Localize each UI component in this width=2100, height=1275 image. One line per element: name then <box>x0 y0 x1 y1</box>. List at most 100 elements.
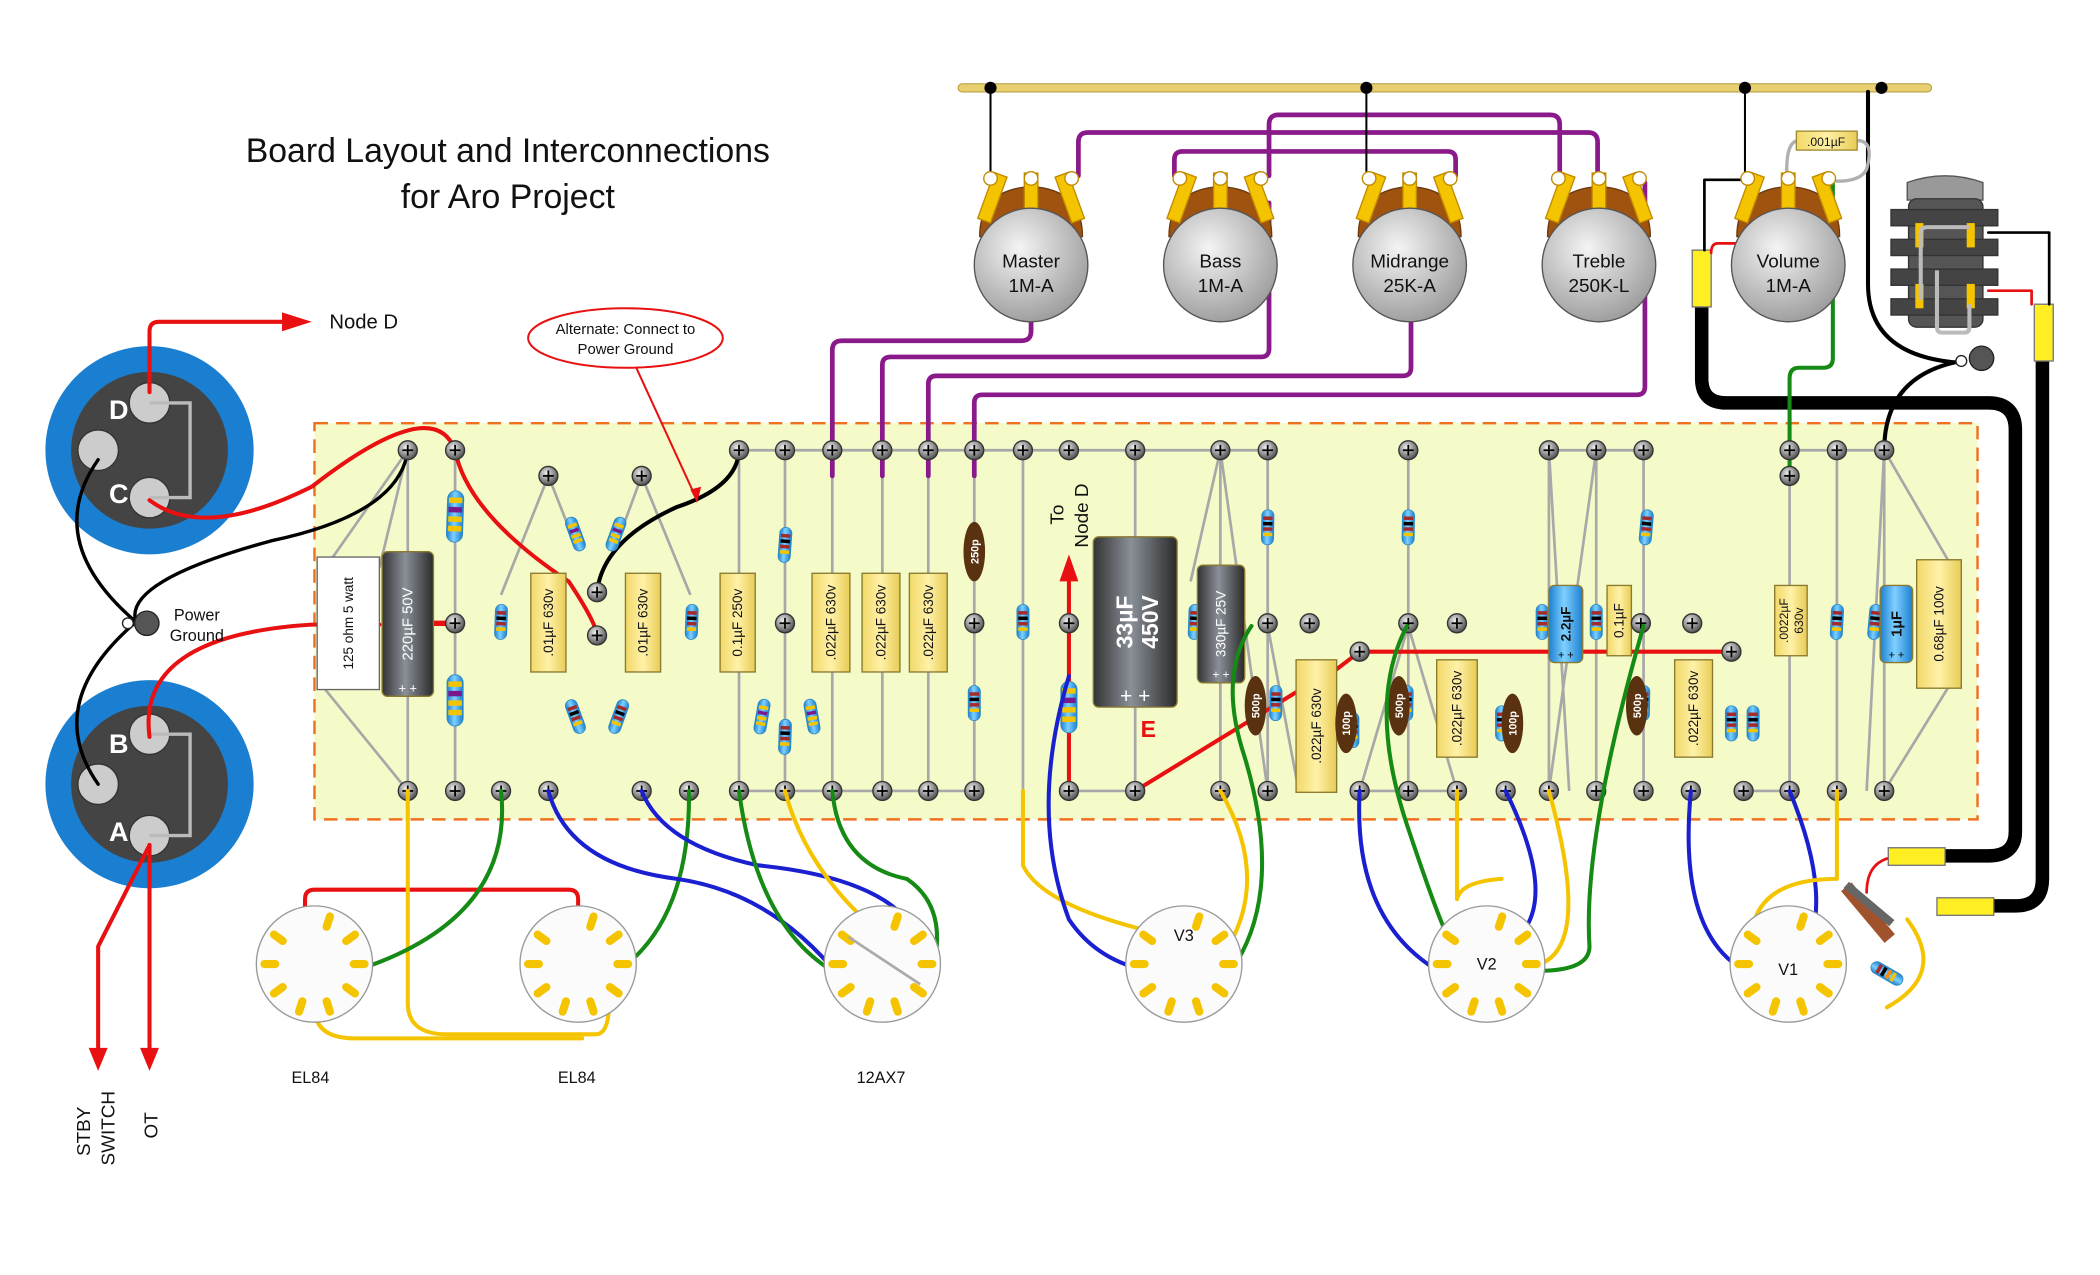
connector-ba[interactable] <box>45 680 254 889</box>
resistor <box>1867 604 1883 640</box>
capacitor-label: .01µF 630v <box>636 588 651 656</box>
tube-pin <box>524 959 543 969</box>
tube-pin <box>1211 983 1229 998</box>
ceramic-capacitor: 500p <box>1625 676 1648 736</box>
capacitor-label: .022µF 630v <box>921 585 936 661</box>
title-line-1: Board Layout and Interconnections <box>246 132 770 170</box>
pot-lug <box>1172 171 1188 186</box>
connector-label-c: C <box>109 479 129 509</box>
capacitor: 0.1µF <box>1606 584 1633 657</box>
tube-socket-v2[interactable] <box>1427 905 1546 1023</box>
tube-pin <box>1494 997 1507 1016</box>
tube-pin <box>837 930 855 946</box>
ceramic-label: 500p <box>1632 693 1644 718</box>
ceramic-capacitor: 500p <box>1244 676 1267 736</box>
capacitor: 330µF 25V+ + <box>1196 564 1246 684</box>
capacitor-label: .01µF 630v <box>541 588 556 656</box>
turret-terminal <box>1349 641 1370 662</box>
resistor <box>778 718 792 755</box>
arrowheads <box>88 312 1079 1071</box>
capacitor-label: 330µF 25V <box>1214 591 1229 657</box>
capacitor-label: 0.68µF 100v <box>1931 586 1946 662</box>
turret-terminal <box>444 780 466 802</box>
tube-label-v1: V1 <box>1778 961 1798 979</box>
to-node-d-label-1: To <box>1048 505 1069 525</box>
turret-terminal <box>1058 780 1080 802</box>
tube-socket-v3[interactable] <box>1125 905 1243 1023</box>
tube-pin <box>613 959 633 969</box>
tube-pin <box>862 997 875 1016</box>
resistor <box>608 699 630 734</box>
resistor <box>1746 705 1760 742</box>
ceramic-label: 500p <box>1394 693 1406 718</box>
tube-pin <box>533 930 551 946</box>
pot-lug <box>1402 171 1418 186</box>
tube-label-el84-1: EL84 <box>291 1069 329 1087</box>
connector-label-d: D <box>109 395 129 425</box>
tube-pin <box>1432 959 1452 969</box>
tube-pin <box>1129 959 1149 969</box>
tube-pin <box>1823 959 1843 969</box>
resistor <box>1401 509 1415 546</box>
tube-label-v2: V2 <box>1477 955 1497 973</box>
turret-terminal <box>774 613 796 634</box>
pot-value: 1M-A <box>1766 276 1812 297</box>
capacitor: 0.68µF 100v <box>1915 559 1962 689</box>
pot-lug <box>1780 171 1796 186</box>
ceramic-label: 500p <box>1251 693 1263 718</box>
pot-lug <box>1064 171 1080 186</box>
resistor <box>1724 705 1738 742</box>
cable-sleeve <box>1936 897 1995 917</box>
turret-terminal <box>1874 780 1895 802</box>
pot-lug <box>983 171 998 186</box>
resistor <box>753 698 771 735</box>
node-e-label: E <box>1141 716 1156 742</box>
capacitor: .022µF 630v <box>908 572 948 673</box>
to-node-d-label-2: Node D <box>1072 483 1093 547</box>
capacitor: .022µF 630v <box>1295 659 1338 793</box>
tube-pin <box>1191 912 1204 931</box>
polarity-mark: + + <box>1120 685 1150 708</box>
capacitor: 125 ohm 5 watt <box>316 556 381 691</box>
tube-label-12ax7: 12AX7 <box>857 1069 906 1087</box>
pot-value: 1M-A <box>1198 276 1244 297</box>
turret-terminal <box>728 440 750 461</box>
tube-pin <box>1164 997 1176 1016</box>
tube-socket-v1[interactable] <box>1729 905 1848 1023</box>
tube-socket-12ax7[interactable] <box>823 905 942 1023</box>
capacitor-label: .022µF 630v <box>1309 688 1324 764</box>
resistor <box>967 685 981 722</box>
tube-pin <box>917 959 937 969</box>
input-jack[interactable] <box>1890 175 1999 335</box>
stby-label-1: STBY <box>74 1106 95 1156</box>
tube-pin <box>1442 930 1460 946</box>
turret-terminal <box>1299 613 1320 634</box>
capacitor-label: 630v <box>1792 607 1806 634</box>
arrow-to-node-d <box>1059 554 1079 582</box>
turret-terminal <box>1257 440 1278 461</box>
turret-terminal <box>397 440 418 461</box>
pot-value: 250K-L <box>1568 276 1629 297</box>
power-ground-label-2: Ground <box>170 627 224 645</box>
turret-terminal <box>1633 780 1654 802</box>
pot-lug <box>1253 171 1269 186</box>
tube-pin <box>828 959 848 969</box>
alternate-callout <box>527 307 724 369</box>
capacitor-label: .022µF 630v <box>1686 671 1701 747</box>
turret-terminal <box>964 780 985 802</box>
connector-dc[interactable] <box>45 346 254 555</box>
tube-socket-el84[interactable] <box>255 905 374 1023</box>
capacitor-label: .022µF 630v <box>873 585 888 661</box>
pot-lug <box>1212 171 1228 186</box>
capacitor: .022µF 630v <box>1673 659 1714 758</box>
tube-socket-el84[interactable] <box>519 905 637 1023</box>
tube-pin <box>342 930 360 946</box>
